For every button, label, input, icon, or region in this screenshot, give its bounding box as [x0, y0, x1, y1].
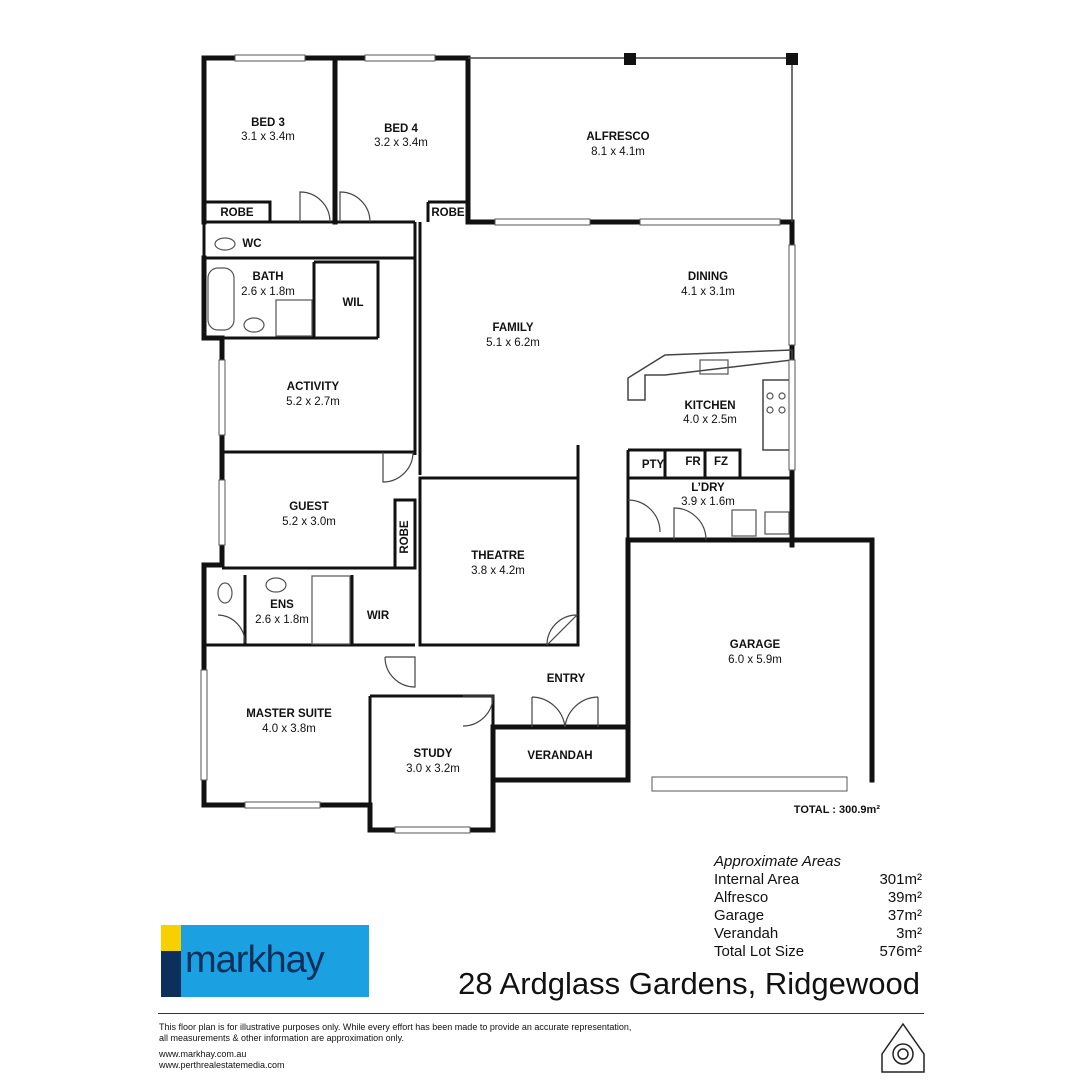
label-pantry: PTY — [642, 459, 665, 471]
alfresco-post — [624, 53, 636, 65]
room-dim-dining: 4.1 x 3.1m — [681, 286, 735, 298]
label-fridge: FR — [685, 456, 701, 468]
windows — [200, 54, 848, 834]
markhay-logo: markhay — [161, 925, 369, 997]
room-name-garage: GARAGE — [730, 639, 781, 651]
property-address: 28 Ardglass Gardens, Ridgewood — [458, 966, 920, 1001]
logo-text: markhay — [185, 939, 325, 981]
alfresco-post — [786, 53, 798, 65]
disclaimer: This floor plan is for illustrative purp… — [159, 1022, 632, 1043]
room-dim-kitchen: 4.0 x 2.5m — [683, 414, 737, 426]
room-name-family: FAMILY — [492, 322, 533, 334]
label-entry: ENTRY — [547, 673, 586, 685]
room-dim-alfresco: 8.1 x 4.1m — [591, 146, 645, 158]
room-dim-activity: 5.2 x 2.7m — [286, 396, 340, 408]
interior-walls — [202, 200, 792, 830]
room-dim-guest: 5.2 x 3.0m — [282, 516, 336, 528]
room-dim-bed4: 3.2 x 3.4m — [374, 137, 428, 149]
doors — [217, 191, 707, 728]
room-name-master-suite: MASTER SUITE — [246, 708, 332, 720]
room-dim-study: 3.0 x 3.2m — [406, 763, 460, 775]
perth-real-estate-media-logo — [881, 1022, 925, 1073]
websites: www.markhay.com.au www.perthrealestateme… — [159, 1049, 285, 1071]
room-name-kitchen: KITCHEN — [684, 400, 735, 412]
room-dim-bed3: 3.1 x 3.4m — [241, 131, 295, 143]
areas-title: Approximate Areas — [714, 853, 842, 870]
label-verandah: VERANDAH — [527, 750, 592, 762]
room-dim-ensuite: 2.6 x 1.8m — [255, 614, 309, 626]
room-dim-master-suite: 4.0 x 3.8m — [262, 723, 316, 735]
footer-divider — [158, 1013, 924, 1014]
room-name-dining: DINING — [688, 271, 728, 283]
kitchen-island — [762, 379, 793, 451]
room-name-laundry: L’DRY — [691, 482, 725, 494]
website-perth-media[interactable]: www.perthrealestatemedia.com — [159, 1060, 285, 1070]
label-wir: WIR — [367, 610, 390, 622]
room-dim-garage: 6.0 x 5.9m — [728, 654, 782, 666]
label-freezer: FZ — [714, 456, 728, 468]
room-labels: BED 3 3.1 x 3.4m BED 4 3.2 x 3.4m ALFRES… — [220, 117, 781, 775]
label-robe-bed3: ROBE — [220, 207, 254, 219]
logo-yellow-block — [161, 925, 181, 951]
room-dim-family: 5.1 x 6.2m — [486, 337, 540, 349]
logo-navy-block — [161, 951, 181, 997]
room-dim-laundry: 3.9 x 1.6m — [681, 496, 735, 508]
room-name-bed3: BED 3 — [251, 117, 285, 129]
room-name-theatre: THEATRE — [471, 550, 525, 562]
room-dim-theatre: 3.8 x 4.2m — [471, 565, 525, 577]
website-markhay[interactable]: www.markhay.com.au — [159, 1049, 247, 1059]
room-name-alfresco: ALFRESCO — [586, 131, 649, 143]
room-name-bed4: BED 4 — [384, 123, 418, 135]
room-dim-bath: 2.6 x 1.8m — [241, 286, 295, 298]
total-area: TOTAL : 300.9m² — [793, 804, 880, 816]
room-name-guest: GUEST — [289, 501, 329, 513]
label-wc: WC — [242, 238, 261, 250]
kitchen-bench — [627, 349, 793, 401]
label-robe-guest: ROBE — [399, 520, 411, 554]
room-name-bath: BATH — [252, 271, 283, 283]
label-wil: WIL — [342, 297, 363, 309]
room-name-activity: ACTIVITY — [287, 381, 340, 393]
fixtures — [207, 237, 790, 645]
room-name-ensuite: ENS — [270, 599, 294, 611]
room-name-study: STUDY — [414, 748, 453, 760]
label-robe-bed4: ROBE — [431, 207, 465, 219]
